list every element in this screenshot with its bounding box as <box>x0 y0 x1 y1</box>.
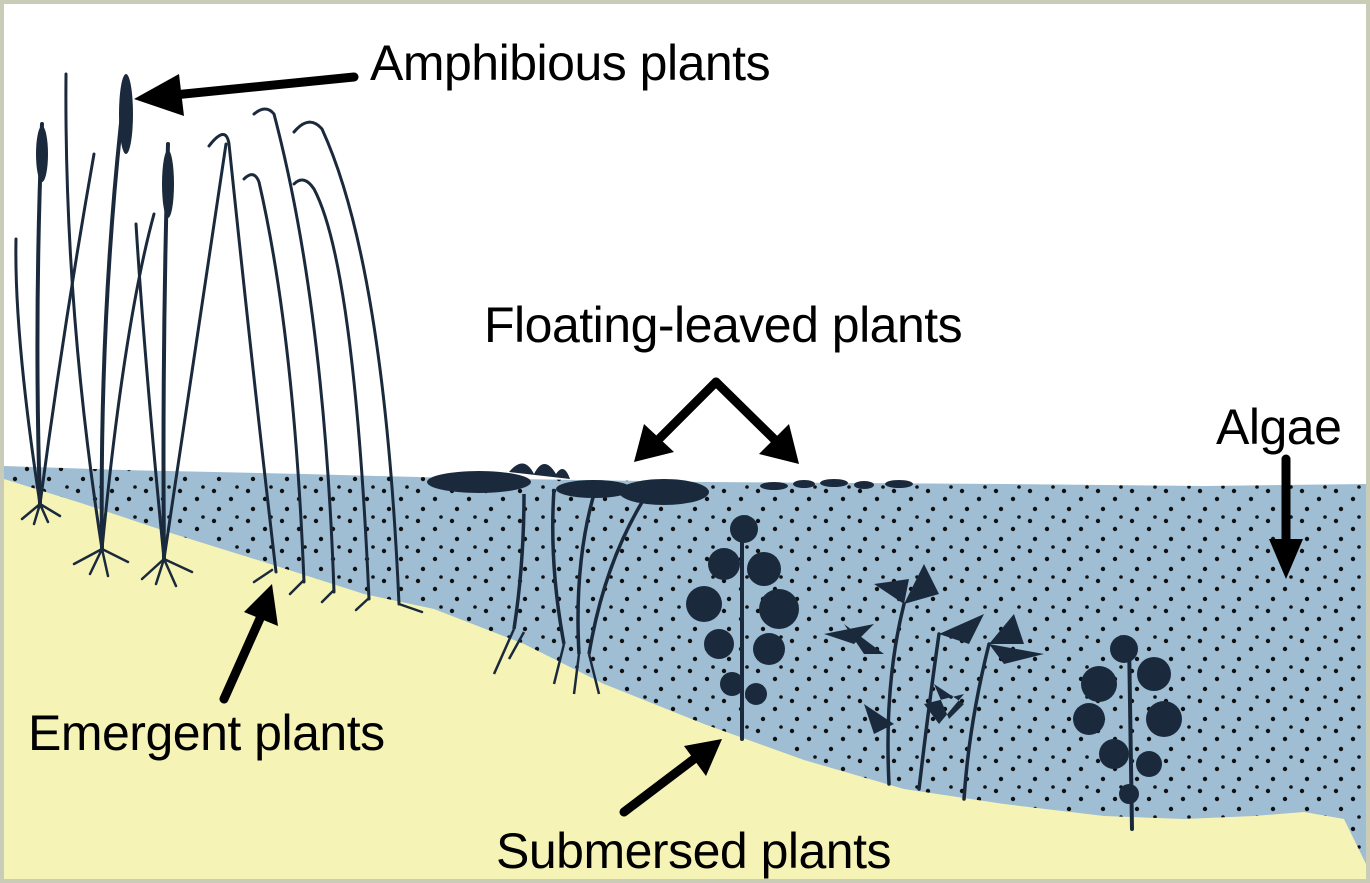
label-submersed-plants: Submersed plants <box>496 826 891 876</box>
label-emergent-plants: Emergent plants <box>28 708 385 758</box>
label-amphibious-plants: Amphibious plants <box>370 38 770 88</box>
label-algae: Algae <box>1216 402 1341 452</box>
label-floating-leaved-plants: Floating-leaved plants <box>484 300 962 350</box>
